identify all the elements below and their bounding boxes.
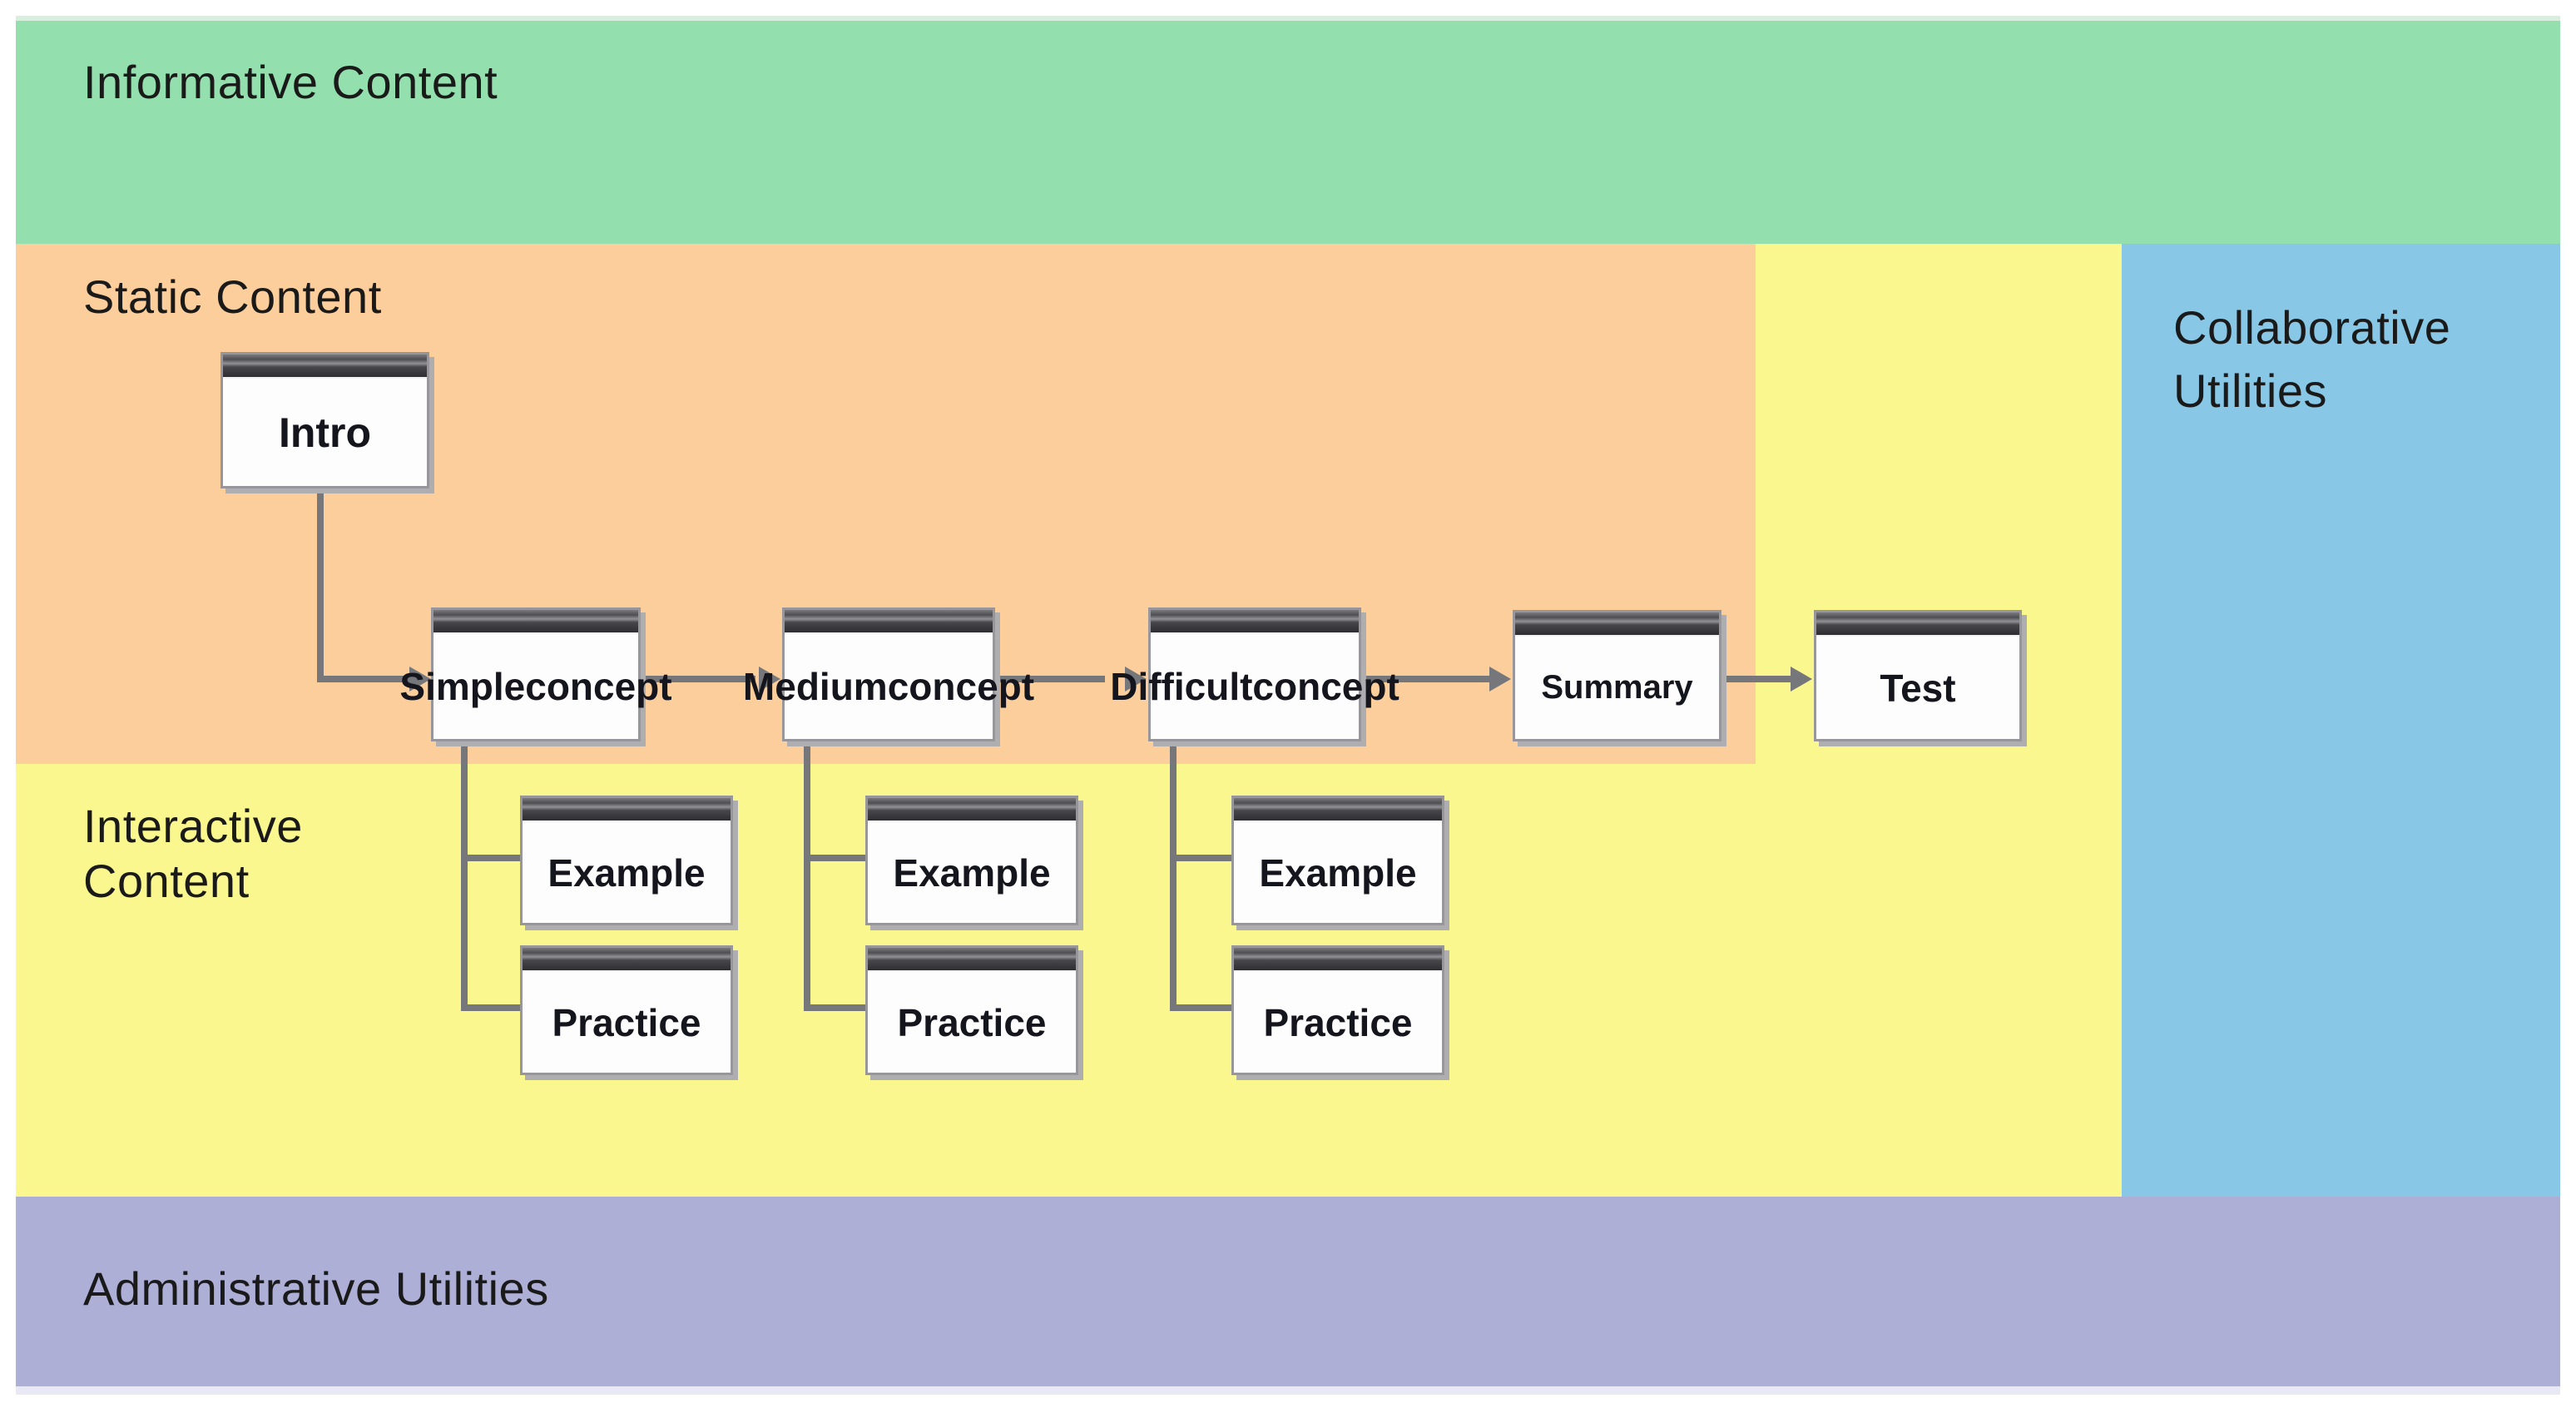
- arrowhead-simple-to-medium: [759, 667, 780, 692]
- interactive-content-label-line1: Interactive: [83, 800, 303, 852]
- node-intro: Intro: [220, 352, 429, 488]
- node-example-difficult: Example: [1231, 796, 1444, 925]
- node-example-medium-label: Example: [893, 850, 1051, 895]
- connector-medium-to-example: [804, 855, 865, 861]
- node-summary-titlebar: [1515, 612, 1719, 637]
- node-example-simple-titlebar: [523, 798, 731, 822]
- node-difficult-concept-titlebar: [1151, 610, 1359, 634]
- node-test: Test: [1814, 610, 2022, 741]
- connector-difficult-to-practice: [1170, 1004, 1231, 1011]
- interactive-content-label-line2: Content: [83, 855, 250, 907]
- informative-content-zone-highlight: [16, 16, 2560, 21]
- node-intro-titlebar: [223, 354, 427, 379]
- connector-simple-to-medium: [639, 676, 755, 682]
- static-content-label: Static Content: [83, 270, 382, 323]
- informative-content-zone: [16, 21, 2560, 244]
- connector-medium-to-difficult: [993, 676, 1105, 682]
- node-practice-medium: Practice: [865, 945, 1078, 1075]
- node-medium-concept-titlebar: [785, 610, 993, 634]
- collaborative-utilities-label-line2: Utilities: [2173, 364, 2327, 417]
- connector-simple-children-vertical: [461, 736, 468, 1011]
- node-example-simple: Example: [520, 796, 733, 925]
- informative-content-label: Informative Content: [83, 56, 498, 108]
- collaborative-utilities-label-line1: Collaborative: [2173, 301, 2451, 354]
- administrative-zone-bottom-edge: [16, 1386, 2560, 1395]
- node-summary: Summary: [1513, 610, 1721, 741]
- node-simple-concept-label-line2: concept: [525, 664, 672, 708]
- node-simple-concept-label-line1: Simple: [399, 664, 526, 708]
- node-difficult-concept-label-line1: Difficult: [1110, 664, 1253, 708]
- node-medium-concept-label-line2: concept: [887, 664, 1035, 708]
- arrowhead-difficult-to-summary: [1489, 667, 1511, 692]
- node-difficult-concept-label-line2: concept: [1252, 664, 1399, 708]
- connector-intro-horizontal: [317, 676, 415, 682]
- connector-summary-to-test: [1720, 676, 1791, 682]
- connector-difficult-to-summary: [1360, 676, 1489, 682]
- node-summary-label: Summary: [1541, 669, 1693, 706]
- node-intro-label: Intro: [278, 409, 372, 456]
- node-practice-medium-label: Practice: [897, 1000, 1047, 1044]
- node-practice-simple: Practice: [520, 945, 733, 1075]
- node-example-medium-titlebar: [868, 798, 1076, 822]
- node-example-medium: Example: [865, 796, 1078, 925]
- connector-medium-to-practice: [804, 1004, 865, 1011]
- arrowhead-intro-to-simple: [409, 667, 431, 692]
- node-practice-difficult-label: Practice: [1263, 1000, 1413, 1044]
- node-practice-difficult: Practice: [1231, 945, 1444, 1075]
- connector-intro-vertical: [317, 483, 324, 682]
- arrowhead-summary-to-test: [1791, 667, 1812, 692]
- node-example-difficult-titlebar: [1234, 798, 1442, 822]
- node-example-simple-label: Example: [547, 850, 706, 895]
- connector-medium-children-vertical: [804, 736, 810, 1011]
- node-practice-difficult-titlebar: [1234, 948, 1442, 972]
- node-practice-medium-titlebar: [868, 948, 1076, 972]
- node-example-difficult-label: Example: [1259, 850, 1417, 895]
- node-test-titlebar: [1816, 612, 2019, 637]
- connector-difficult-children-vertical: [1170, 736, 1177, 1011]
- administrative-utilities-zone: [16, 1197, 2560, 1386]
- node-practice-simple-titlebar: [523, 948, 731, 972]
- administrative-utilities-label: Administrative Utilities: [83, 1262, 549, 1315]
- arrowhead-medium-to-difficult: [1125, 667, 1147, 692]
- node-test-label: Test: [1880, 666, 1956, 710]
- node-medium-concept-label-line1: Medium: [742, 664, 888, 708]
- connector-simple-to-example: [461, 855, 520, 861]
- collaborative-utilities-zone: [2122, 244, 2560, 1197]
- connector-difficult-to-example: [1170, 855, 1231, 861]
- node-simple-concept-titlebar: [433, 610, 638, 634]
- connector-simple-to-practice: [461, 1004, 520, 1011]
- node-practice-simple-label: Practice: [552, 1000, 701, 1044]
